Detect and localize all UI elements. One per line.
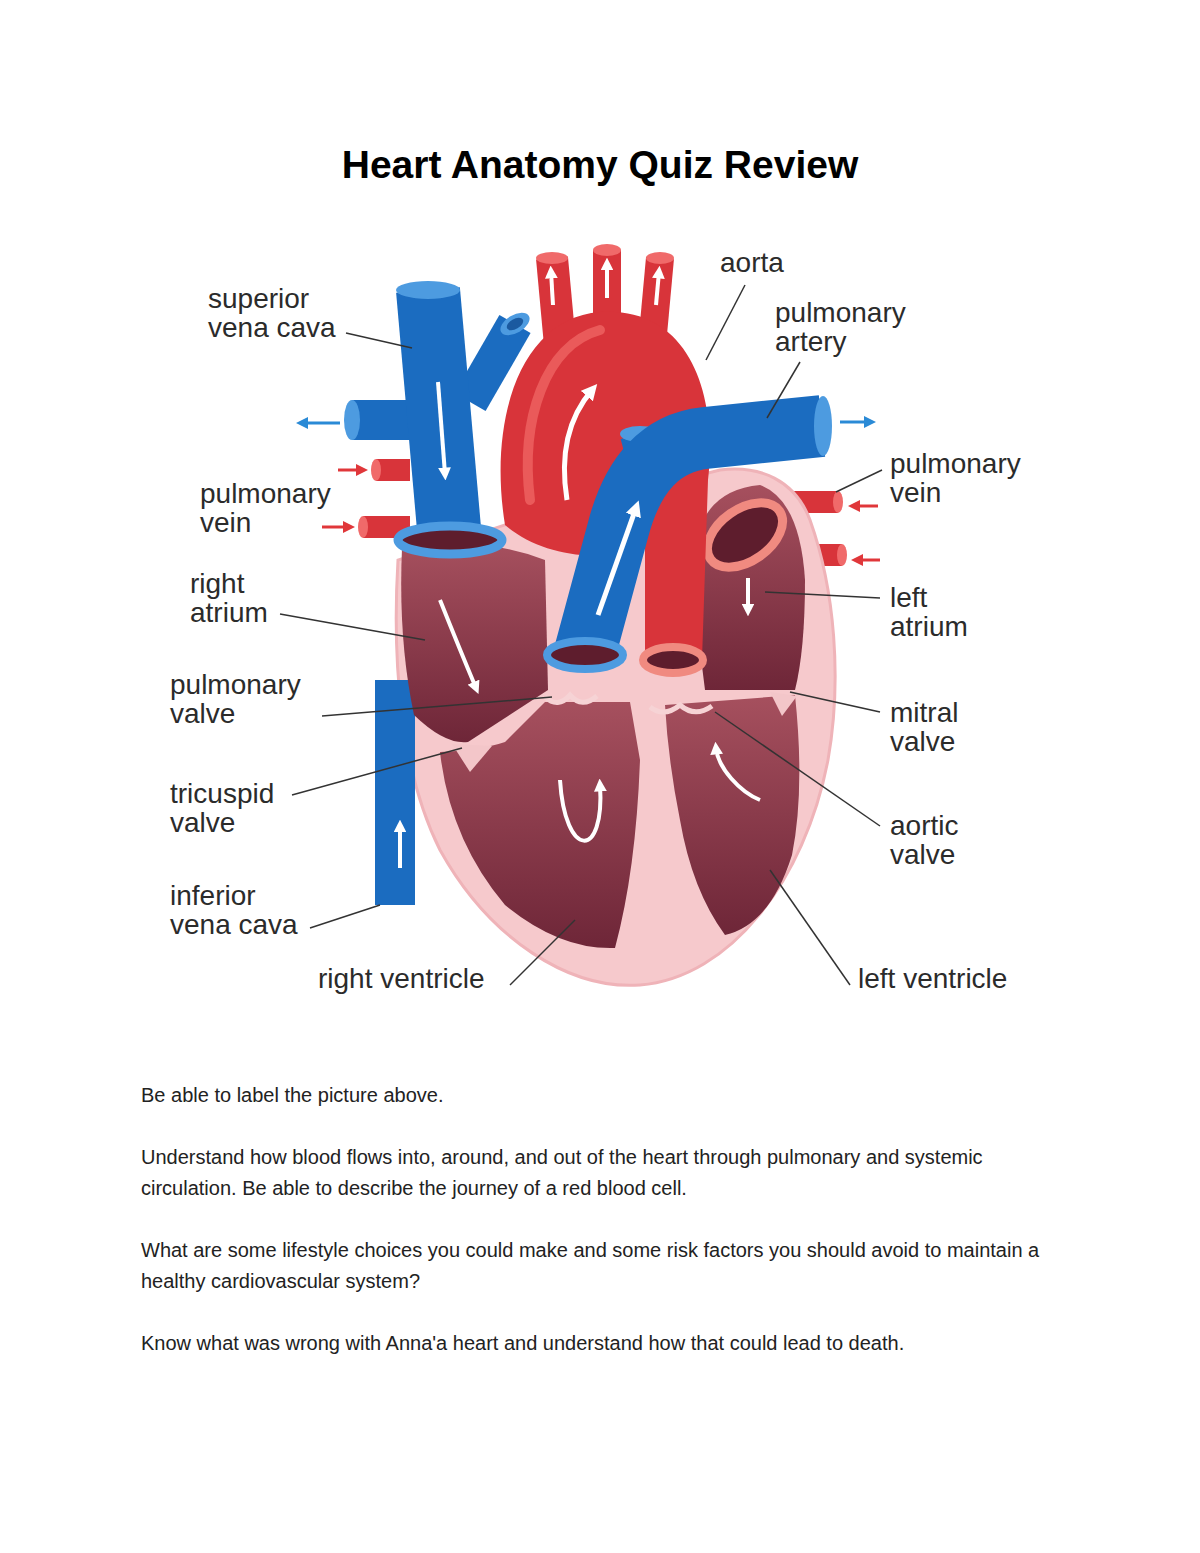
aorta-illustration [656,272,659,305]
part-label: left ventricle [858,964,1007,993]
superior-vena-cava-illustration [438,382,445,474]
left-pulmonary-branch [344,400,360,440]
leader-lines [790,692,880,712]
heart-chambers [695,485,805,690]
review-note: Understand how blood flows into, around,… [141,1142,1071,1204]
heart-valves [545,695,597,703]
pulmonary-artery-illustration [814,396,832,456]
aorta-illustration [528,330,600,500]
leader-lines [765,592,880,598]
left-pulmonary-branch [302,422,340,425]
aorta-illustration [551,272,553,305]
left-pulmonary-veins [322,526,349,529]
leader-lines [706,285,745,360]
aorta-illustration [564,390,592,500]
superior-vena-cava-illustration [396,281,533,554]
review-note: Know what was wrong with Anna'a heart an… [141,1328,1071,1359]
heart-valves [770,692,797,716]
heart-chambers [440,600,476,688]
inferior-vena-cava [398,826,402,868]
aorta-illustration [605,264,609,298]
part-label: superior vena cava [208,284,348,342]
superior-vena-cava-illustration [497,308,534,340]
part-label: pulmonary valve [170,670,301,728]
right-pulmonary-veins [857,559,880,562]
right-pulmonary-veins [854,505,878,508]
part-label: tricuspid valve [170,779,274,837]
superior-vena-cava-illustration [398,526,502,554]
leader-lines [280,614,425,640]
part-label: right atrium [190,569,268,627]
heart-chambers [696,490,795,581]
leader-lines [836,470,882,492]
inferior-vena-cava [395,680,400,905]
heart-chambers [746,578,750,610]
part-label: aorta [720,248,784,277]
aorta-illustration [643,647,703,673]
heart-chambers [440,702,640,948]
pulmonary-artery-illustration [585,426,822,652]
leader-lines [322,697,552,716]
superior-vena-cava-illustration [505,315,526,333]
left-pulmonary-veins [358,516,368,538]
aorta-illustration [536,252,568,264]
pulmonary-artery-illustration [547,396,870,669]
heart-chambers [665,695,799,935]
page-title: Heart Anatomy Quiz Review [0,142,1200,188]
superior-vena-cava-illustration [396,281,460,299]
left-pulmonary-veins [376,459,410,481]
part-label: aortic valve [890,811,958,869]
part-label: pulmonary vein [890,449,1021,507]
leader-lines [280,285,882,985]
aorta-illustration [646,252,674,264]
review-note: Be able to label the picture above. [141,1080,1071,1111]
part-label: pulmonary vein [200,479,331,537]
pulmonary-artery-illustration [840,421,870,424]
left-pulmonary-veins [338,469,362,472]
leader-lines [715,712,880,826]
inferior-vena-cava [375,680,415,905]
part-label: left atrium [890,583,968,641]
superior-vena-cava-illustration [470,324,515,402]
aorta-illustration [593,244,621,256]
heart-valves [452,744,492,772]
left-pulmonary-veins [322,459,410,538]
right-pulmonary-veins [833,491,843,513]
right-pulmonary-veins [837,544,847,566]
leader-lines [510,920,575,985]
part-label: mitral valve [890,698,958,756]
leader-lines [767,362,800,418]
part-label: pulmonary artery [775,298,906,356]
heart-valves [650,705,712,712]
leader-lines [770,870,850,985]
left-pulmonary-branch [302,400,422,440]
heart-chambers [401,544,548,743]
review-note: What are some lifestyle choices you coul… [141,1235,1071,1297]
leader-lines [292,748,462,795]
part-label: right ventricle [318,964,485,993]
left-pulmonary-veins [371,459,381,481]
pulmonary-artery-illustration [547,641,623,669]
leader-lines [346,333,412,348]
superior-vena-cava-illustration [428,290,450,540]
heart-chambers [560,780,600,841]
part-label: inferior vena cava [170,881,310,939]
leader-lines [310,905,380,928]
heart-chambers [716,748,760,800]
pulmonary-artery-illustration [598,508,636,615]
